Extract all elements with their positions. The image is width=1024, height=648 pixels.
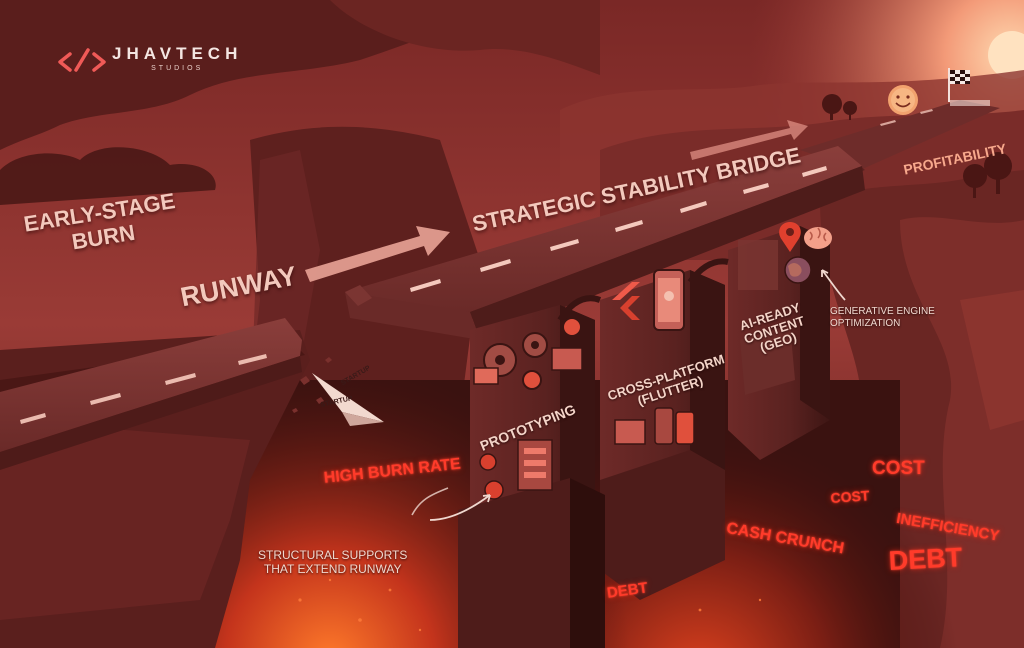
smartphone-icon <box>653 269 685 331</box>
annotation-supports-line2: THAT EXTEND RUNWAY <box>263 562 402 577</box>
annotation-geo-line1: GENERATIVE ENGINE <box>830 306 935 317</box>
hazard-cost-mid: COST <box>830 487 870 506</box>
bridge-deck <box>345 146 862 312</box>
tree-icon <box>822 94 1012 198</box>
brand-logo: JHAVTECH STUDIOS <box>112 45 242 72</box>
hazard-debt-large: DEBT <box>888 542 963 576</box>
flutter-logo-icon <box>612 282 640 320</box>
annotation-supports: STRUCTURAL SUPPORTS THAT EXTEND RUNWAY <box>258 548 407 577</box>
hazard-cost-top: COST <box>872 458 925 479</box>
brand-name: JHAVTECH <box>112 44 243 63</box>
map-pin-icon <box>779 222 801 252</box>
annotation-supports-line1: STRUCTURAL SUPPORTS <box>258 548 408 562</box>
globe-icon <box>784 256 812 284</box>
checkered-flag-icon <box>948 68 970 102</box>
sun-icon <box>988 31 1024 79</box>
smiley-coin-icon <box>888 85 918 115</box>
brain-icon <box>804 227 832 249</box>
annotation-geo-line2: OPTIMIZATION <box>830 318 901 329</box>
logo-mark-icon <box>58 48 106 72</box>
runway-road <box>0 318 302 452</box>
paper-plane-icon <box>312 373 384 426</box>
annotation-geo: GENERATIVE ENGINE OPTIMIZATION <box>830 306 935 330</box>
brand-subtitle: STUDIOS <box>151 65 204 72</box>
arrow-right-icon <box>305 226 450 282</box>
